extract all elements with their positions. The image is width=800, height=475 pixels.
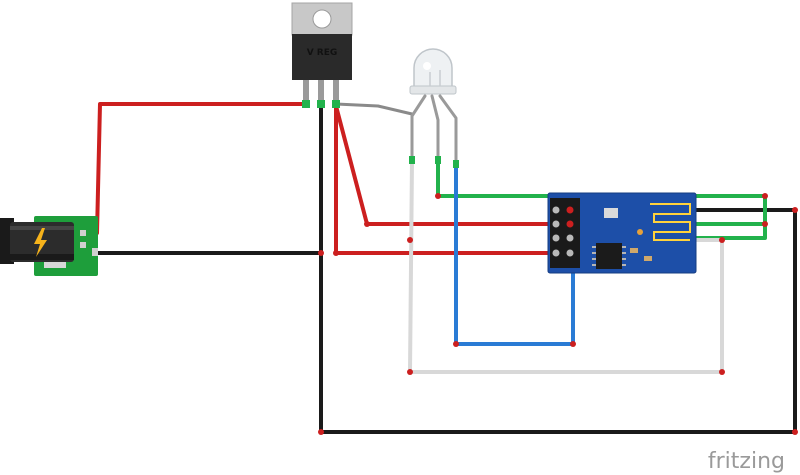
junction-dot [318,250,324,256]
regulator-mounting-hole [312,9,332,29]
jack-body-shadow [10,254,74,260]
module-chip [596,243,622,269]
junction-dot [333,250,339,256]
led-glint [423,62,431,70]
junction-dot [453,341,459,347]
led-dome [413,48,453,89]
junction-dot [762,221,768,227]
led-leg-tip-white [409,156,415,164]
module-pin [552,249,560,257]
regulator-leg-tip [332,100,340,108]
module-pins [552,206,574,257]
module-pin [566,249,574,257]
junction-dot [792,429,798,435]
module-pin [566,234,574,242]
regulator-leg-tip [302,100,310,108]
wire-red-vout-module-b [334,104,572,255]
module-pin [552,220,560,228]
module-smd-part [630,248,638,253]
regulator-leg-out [333,80,339,104]
module-smd-dot [637,229,643,235]
regulator-leg-in [303,80,309,104]
junction-dot [762,193,768,199]
led-legs [409,94,459,168]
module-antenna-trace [650,203,691,241]
lightning-bolt-icon [34,228,47,257]
led-internal-wire [429,70,441,86]
module-chip-legs [592,246,626,266]
regulator-label: V REG [307,48,338,58]
led-leg-tip-green [435,156,441,164]
junction-dot [570,341,576,347]
module-pin [566,206,574,214]
jack-pin-3 [92,248,98,256]
junction-dot [407,237,413,243]
led-rim [409,85,457,95]
module-crystal [604,208,618,218]
rgb-led [409,48,457,95]
module-smd-part [644,256,652,261]
jack-footer [44,262,66,268]
junction-dot [318,429,324,435]
fritzing-watermark: fritzing [708,449,785,474]
regulator-leg-gnd [318,80,324,104]
wire-black-ground-loop [319,104,797,434]
junction-dot [364,221,370,227]
wire-red-jack-vin [95,102,308,235]
jack-pin-1 [80,230,86,236]
junction-dot [407,369,413,375]
junction-dot [719,237,725,243]
wire-blue-led-module [454,162,575,346]
junction-dot [792,207,798,213]
led-leg-green [430,94,440,162]
module-pin [552,234,560,242]
regulator-body [292,34,352,80]
module-pin [566,220,574,228]
led-leg-white [410,94,427,162]
jack-pin-2 [80,242,86,248]
led-leg-blue [438,94,458,166]
wire-gray-led-common [334,102,414,116]
junction-dot [719,369,725,375]
dc-barrel-jack [0,216,98,276]
module-pin [552,206,560,214]
regulator-leg-tip [317,100,325,108]
wifi-module [547,192,697,274]
led-leg-tip-blue [453,160,459,168]
junction-dot [435,193,441,199]
voltage-regulator: V REG [291,2,353,108]
